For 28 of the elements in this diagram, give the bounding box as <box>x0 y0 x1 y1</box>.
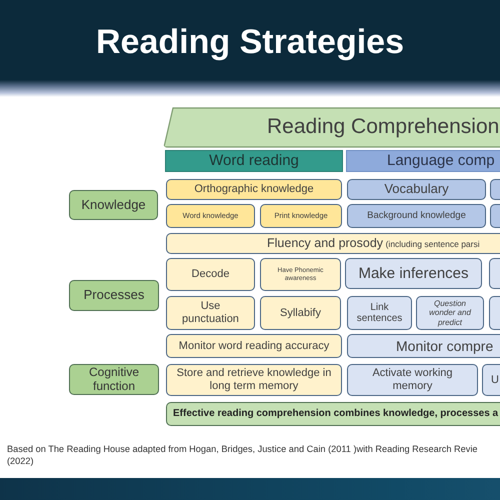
skill-tile: Make inferences <box>345 258 482 289</box>
skill-tile: Monitor word reading accuracy <box>166 334 342 358</box>
skill-tile <box>489 258 500 289</box>
source-note: Based on The Reading House adapted from Hogan, Bridges, Justice and Cain (2011 )with Reading Research Revie (2022) <box>7 444 479 468</box>
column-header: Word reading <box>165 150 343 172</box>
roof-banner: Reading Comprehension <box>163 107 500 148</box>
summary-banner: Effective reading comprehension combines knowledge, processes a <box>166 402 500 426</box>
skill-tile: Store and retrieve knowledge in long term memory <box>166 364 342 396</box>
skill-tile: Background knowledge <box>347 204 486 228</box>
skill-tile <box>489 296 500 330</box>
skill-tile: Orthographic knowledge <box>166 179 342 200</box>
skill-tile <box>490 179 500 200</box>
skill-tile: Syllabify <box>260 296 341 330</box>
column-header: Language comp <box>346 150 500 172</box>
skill-tile: Monitor compre <box>347 334 500 358</box>
skill-tile: Question wonder and predict <box>416 296 484 330</box>
category-tile: Knowledge <box>69 190 158 220</box>
skill-tile <box>490 204 500 228</box>
category-tile: Cognitive function <box>69 364 159 395</box>
slide-title: Reading Strategies <box>96 22 404 62</box>
category-tile: Processes <box>69 280 159 311</box>
skill-tile: Activate working memory <box>347 364 478 396</box>
skill-tile: Use punctuation <box>166 296 255 330</box>
skill-tile: Fluency and prosody (including sentence parsi <box>166 233 500 254</box>
skill-tile: Decode <box>166 258 255 291</box>
skill-tile: U <box>482 364 500 396</box>
skill-tile: Link sentences <box>347 296 412 330</box>
skill-tile: Vocabulary <box>347 179 486 200</box>
